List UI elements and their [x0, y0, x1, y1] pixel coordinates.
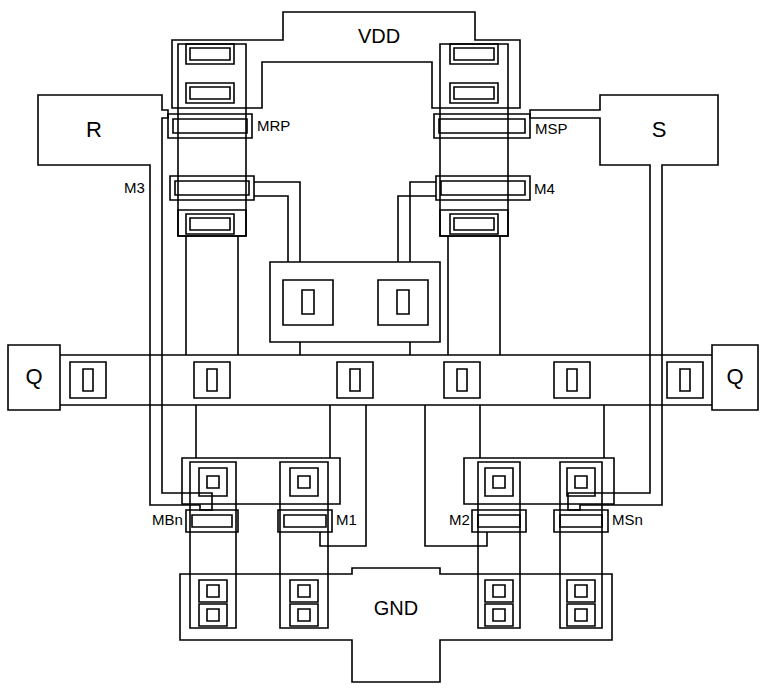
s-input-poly: [530, 95, 718, 510]
contact-cut: [83, 48, 690, 621]
pad-label: GND: [374, 597, 418, 619]
pad-label: S: [652, 118, 667, 142]
pad-label: VDD: [358, 25, 400, 47]
pad: R: [38, 95, 150, 165]
pad: Q: [8, 345, 60, 410]
output-metal: [8, 210, 758, 504]
gnd-metal: [180, 568, 612, 682]
transistor-label: M4: [533, 181, 556, 196]
poly-gate: [168, 114, 608, 532]
transistor-label: MBn: [151, 512, 184, 527]
pad: GND: [352, 580, 440, 636]
pad: VDD: [283, 12, 475, 60]
contact-frame: [70, 44, 703, 626]
transistor-label: MSP: [534, 121, 569, 136]
pad: Q: [712, 345, 758, 410]
transistor-label: M1: [335, 512, 358, 527]
pad-label: R: [86, 118, 102, 142]
transistor-label: MRP: [256, 118, 291, 133]
diffusion: [178, 44, 602, 628]
pad-label: Q: [726, 365, 743, 389]
transistor-label: MSn: [611, 512, 644, 527]
transistor-label: M2: [448, 512, 471, 527]
pad-label: Q: [25, 365, 42, 389]
transistor-label: M3: [123, 180, 146, 195]
pad: S: [600, 95, 718, 165]
